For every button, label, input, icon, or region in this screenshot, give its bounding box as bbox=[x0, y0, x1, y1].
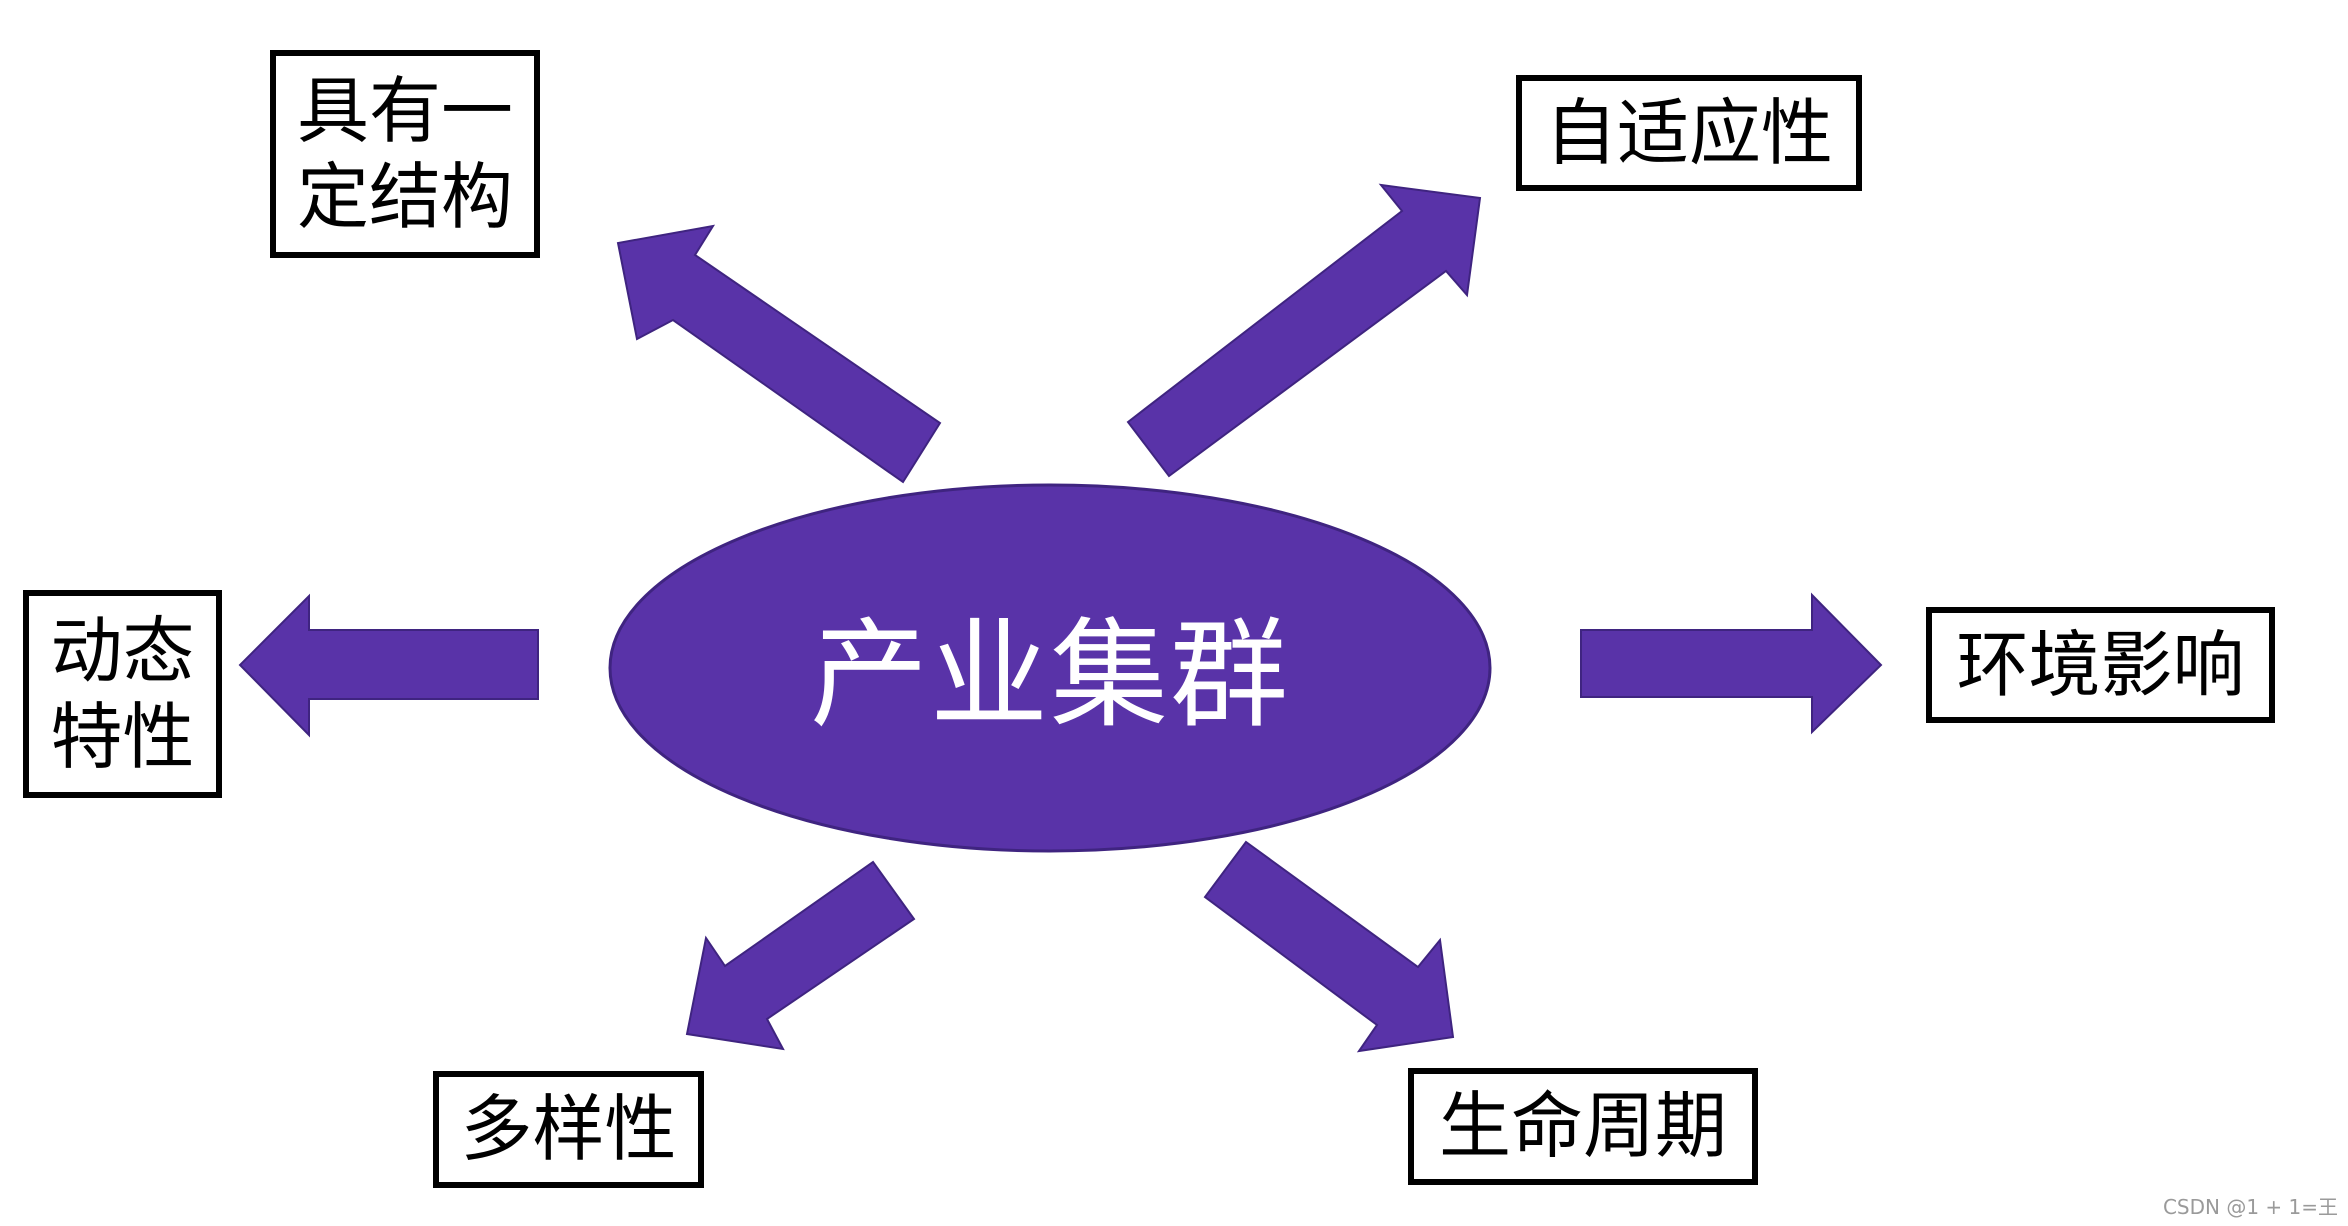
node-dynamic: 动态 特性 bbox=[23, 590, 222, 798]
node-lifecycle: 生命周期 bbox=[1408, 1068, 1758, 1185]
arrow-to-dynamic bbox=[238, 593, 539, 738]
arrow-to-diversity bbox=[685, 860, 916, 1051]
arrow-to-structure bbox=[616, 224, 942, 484]
arrow-to-lifecycle bbox=[1203, 840, 1455, 1053]
center-ellipse bbox=[608, 483, 1492, 853]
center-label: 产业集群 bbox=[809, 605, 1290, 744]
node-structure: 具有一 定结构 bbox=[270, 50, 540, 258]
arrow-to-environment bbox=[1580, 592, 1883, 735]
watermark: CSDN @1 + 1=王 bbox=[2162, 1195, 2338, 1219]
arrow-to-adaptive bbox=[1126, 183, 1482, 478]
node-environment: 环境影响 bbox=[1926, 607, 2275, 723]
node-adaptive: 自适应性 bbox=[1516, 75, 1862, 191]
node-diversity: 多样性 bbox=[433, 1071, 704, 1188]
